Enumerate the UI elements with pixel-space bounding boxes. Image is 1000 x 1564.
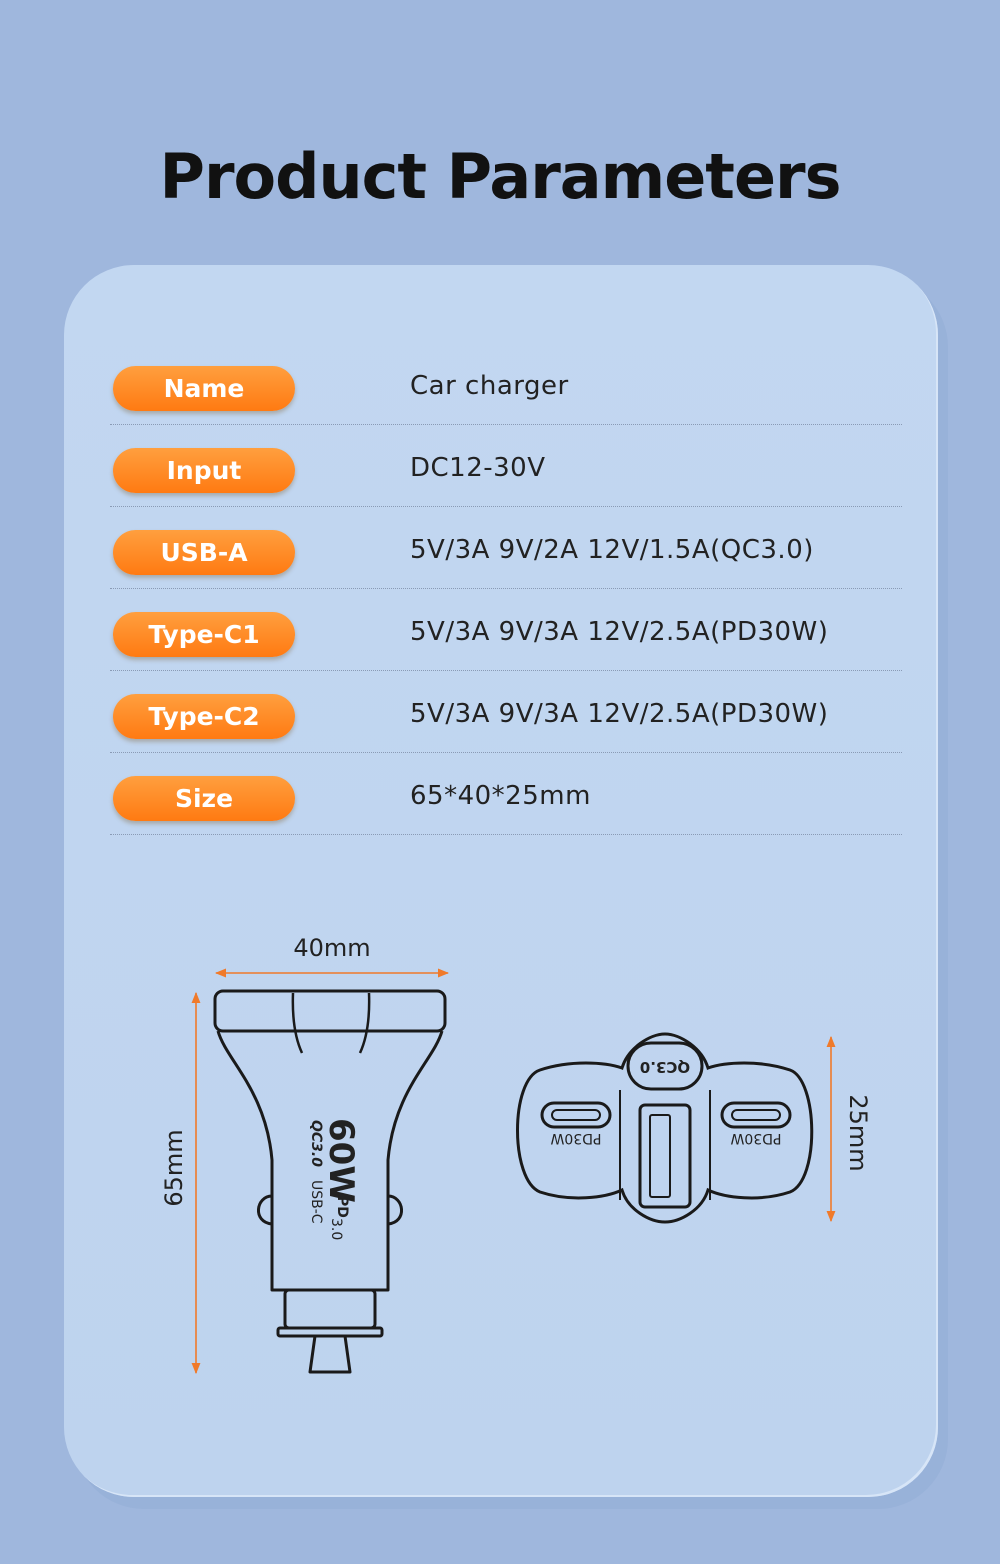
parameter-table: Name Car charger Input DC12-30V USB-A 5V… [110, 343, 902, 835]
param-value: DC12-30V [410, 453, 546, 483]
param-row-type-c1: Type-C1 5V/3A 9V/3A 12V/2.5A(PD30W) [110, 589, 902, 671]
param-row-name: Name Car charger [110, 343, 902, 425]
param-row-size: Size 65*40*25mm [110, 753, 902, 835]
param-label-badge: Type-C2 [113, 694, 295, 739]
param-label-badge: Input [113, 448, 295, 493]
param-value: 65*40*25mm [410, 781, 591, 811]
param-label-badge: USB-A [113, 530, 295, 575]
param-label-badge: Size [113, 776, 295, 821]
param-row-type-c2: Type-C2 5V/3A 9V/3A 12V/2.5A(PD30W) [110, 671, 902, 753]
param-value: 5V/3A 9V/2A 12V/1.5A(QC3.0) [410, 535, 814, 565]
param-row-usb-a: USB-A 5V/3A 9V/2A 12V/1.5A(QC3.0) [110, 507, 902, 589]
param-value: 5V/3A 9V/3A 12V/2.5A(PD30W) [410, 699, 829, 729]
param-value: 5V/3A 9V/3A 12V/2.5A(PD30W) [410, 617, 829, 647]
param-row-input: Input DC12-30V [110, 425, 902, 507]
page-title: Product Parameters [159, 140, 842, 213]
param-label-badge: Name [113, 366, 295, 411]
param-label-badge: Type-C1 [113, 612, 295, 657]
param-value: Car charger [410, 371, 569, 401]
